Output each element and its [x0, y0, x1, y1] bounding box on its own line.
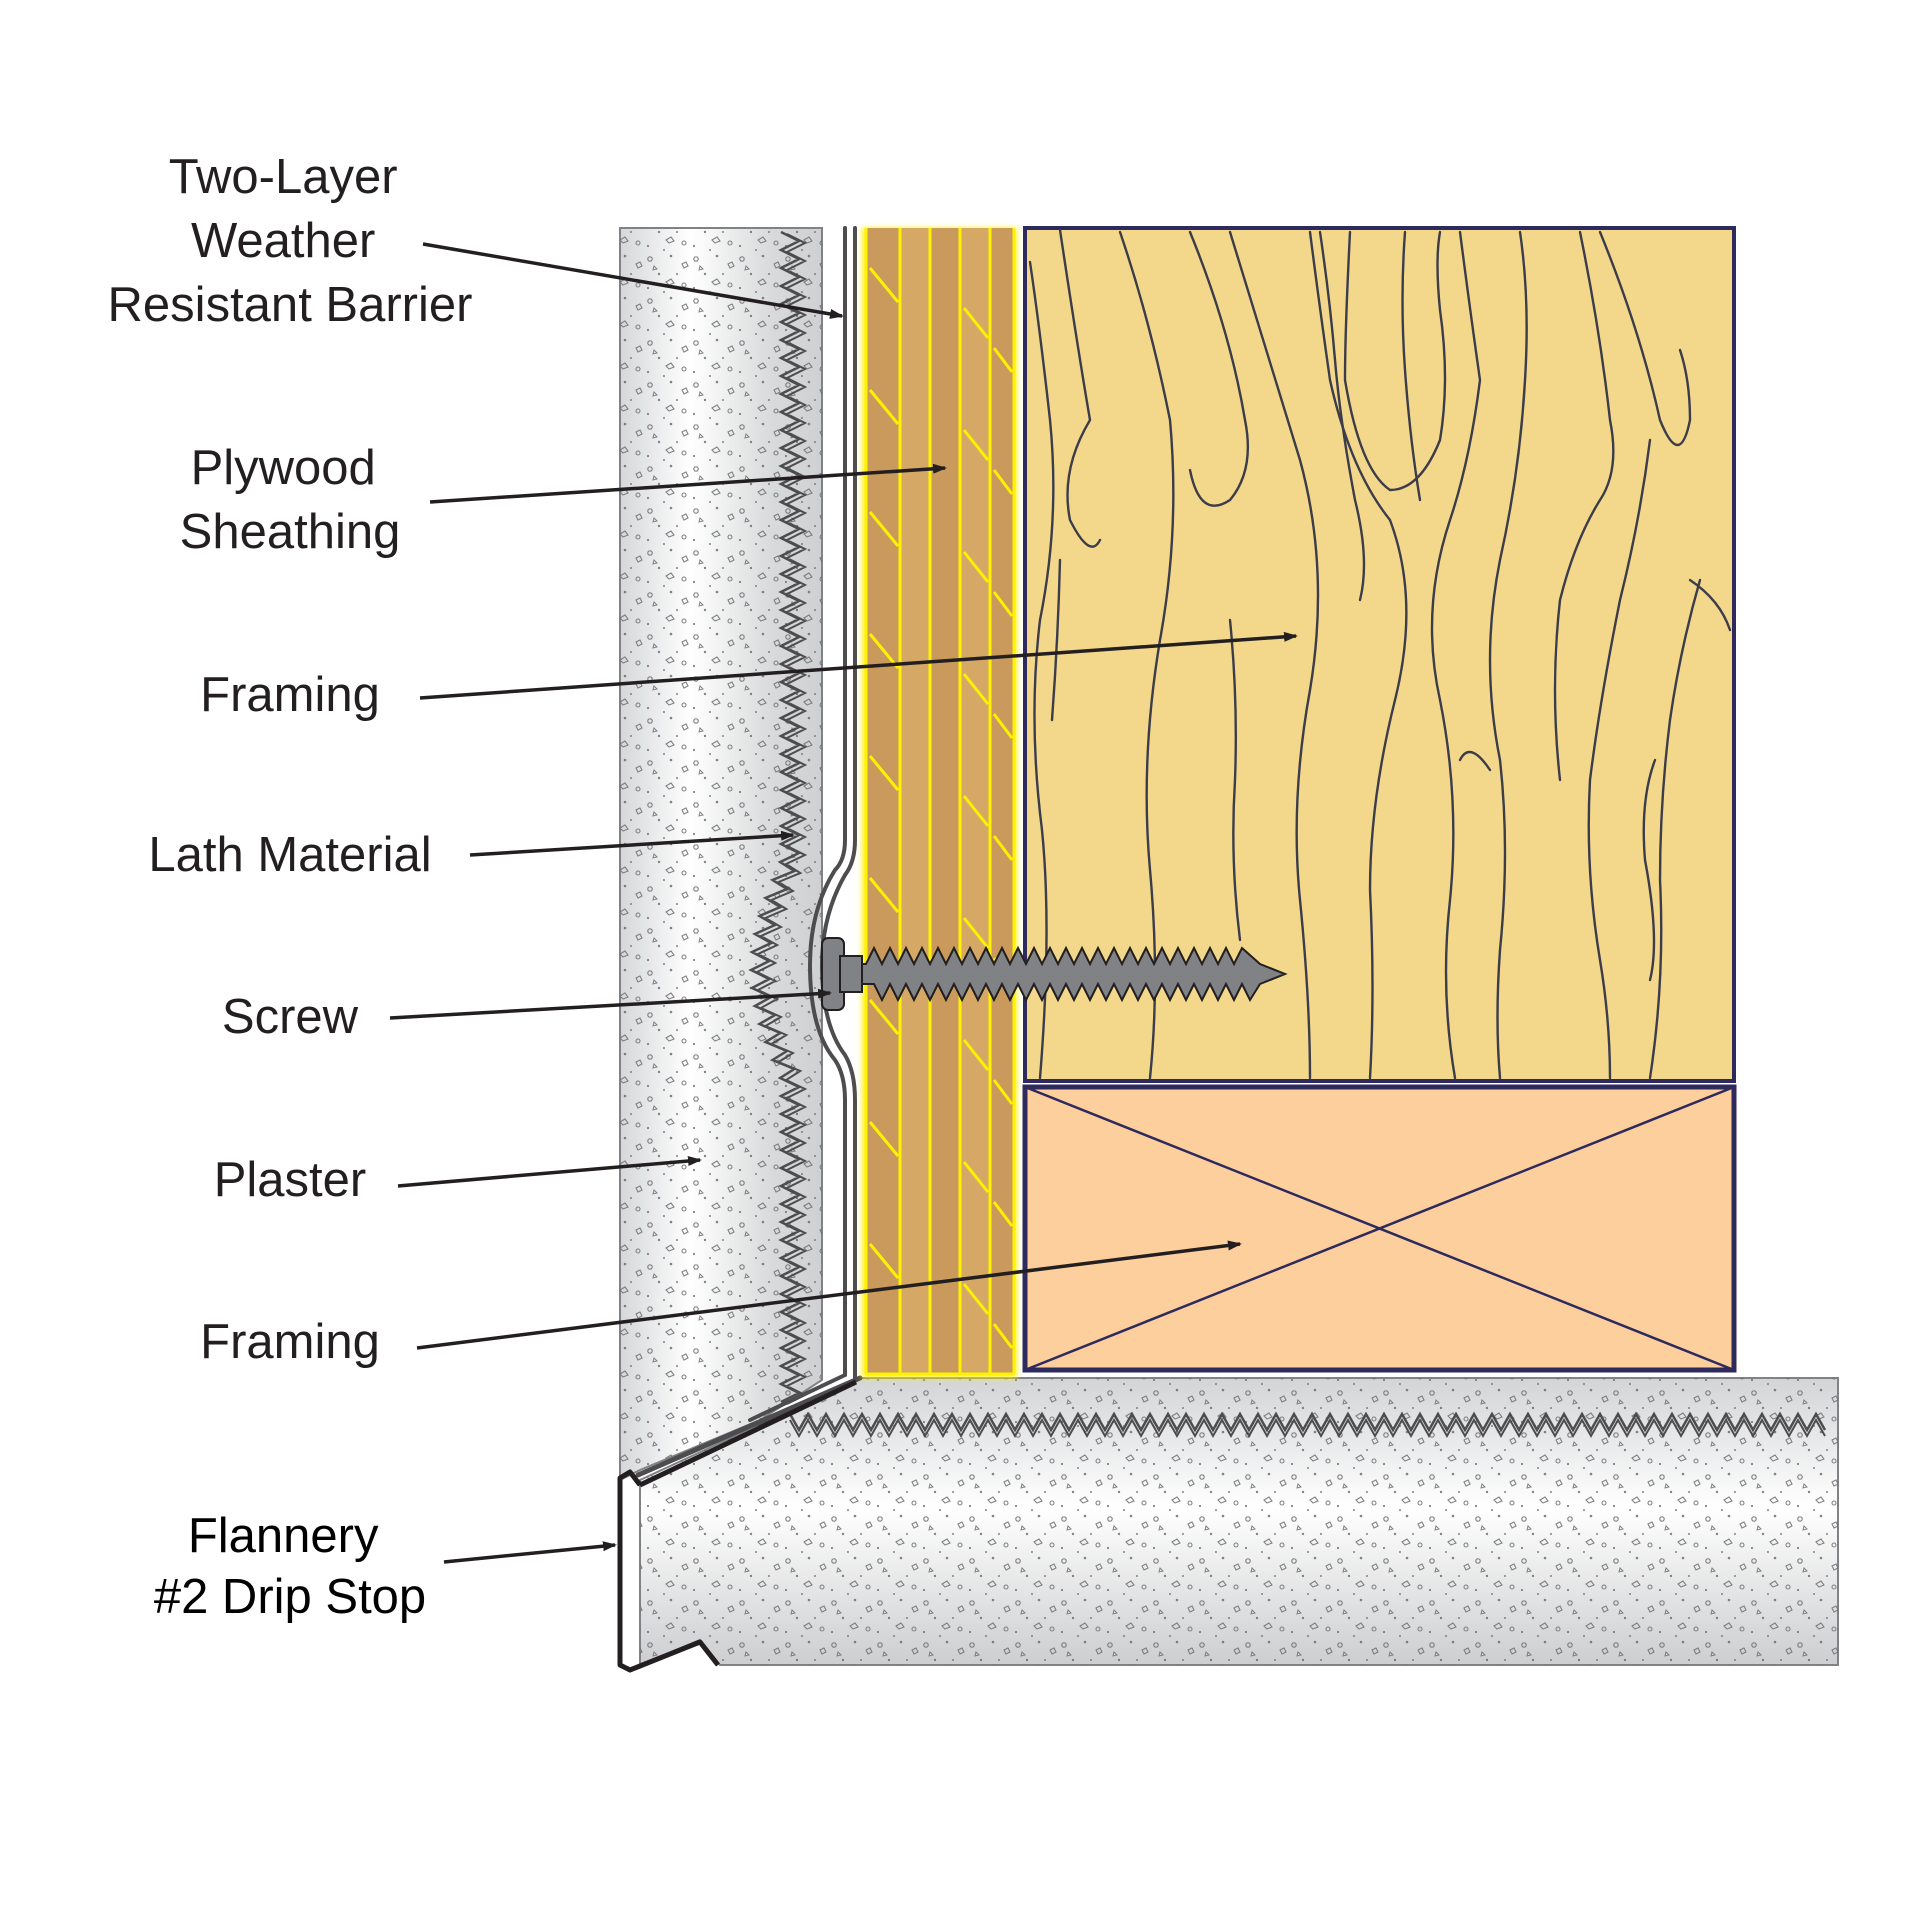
plywood-hatch-mark: [962, 551, 990, 583]
label-plaster: Plaster: [214, 1153, 367, 1207]
arrow-screw: [389, 988, 832, 1020]
plywood-hatch-mark: [868, 999, 900, 1035]
plywood-hatch-mark: [868, 511, 900, 547]
plywood-hatch-mark: [992, 347, 1014, 373]
plywood-hatch-mark: [992, 1079, 1014, 1105]
arrow-plaster: [397, 1156, 702, 1188]
plywood-hatch-mark: [962, 1039, 990, 1071]
plywood-hatch-mark: [962, 307, 990, 339]
arrow-lath: [469, 830, 795, 857]
framing-lower-member: [1022, 1084, 1737, 1373]
plywood-hatch-mark: [962, 429, 990, 461]
label-lath: Lath Material: [148, 828, 431, 882]
plywood-hatch-mark: [992, 713, 1014, 739]
plywood-hatch-mark: [962, 917, 990, 949]
arrow-framing-upper: [419, 631, 1298, 700]
plywood-hatch-mark: [962, 673, 990, 705]
arrow-drip-stop: [443, 1541, 617, 1564]
arrow-framing-lower: [416, 1240, 1242, 1350]
label-framing-upper: Framing: [200, 668, 380, 722]
flannery-drip-stop: [617, 1379, 858, 1673]
label-plywood: Plywood Sheathing: [180, 441, 401, 559]
plywood-hatch-mark: [992, 1201, 1014, 1227]
callout-arrows: [389, 242, 1298, 1564]
plywood-hatch-mark: [868, 267, 900, 303]
label-wrb: Two-Layer Weather Resistant Barrier: [108, 150, 473, 332]
plywood-hatch-mark: [992, 835, 1014, 861]
plywood-hatch-mark: [962, 1161, 990, 1193]
arrow-wrb: [422, 242, 844, 319]
callout-labels: Two-Layer Weather Resistant Barrier Plyw…: [108, 150, 473, 1624]
framing-upper-member: [1023, 226, 1736, 1083]
plywood-hatch-mark: [962, 1283, 990, 1315]
lath-horizontal: [788, 1411, 1827, 1439]
lath-vertical: [748, 230, 808, 1405]
plywood-hatch-mark: [992, 469, 1014, 495]
plywood-hatch-mark: [868, 877, 900, 913]
plywood-hatch-mark: [962, 795, 990, 827]
plywood-hatch-mark: [868, 389, 900, 425]
plywood-sheathing: [862, 228, 1017, 1378]
label-framing-lower: Framing: [200, 1315, 380, 1369]
plywood-hatch-mark: [868, 633, 900, 669]
arrow-plywood: [429, 463, 947, 504]
label-drip-stop: Flannery #2 Drip Stop: [154, 1509, 426, 1624]
plywood-hatch-mark: [992, 1323, 1014, 1349]
screw: [821, 937, 1288, 1011]
plaster-vertical: [619, 227, 823, 1482]
plywood-hatch-mark: [868, 1121, 900, 1157]
plywood-hatch-mark: [992, 591, 1014, 617]
plywood-hatch-mark: [868, 1243, 900, 1279]
label-screw: Screw: [222, 990, 359, 1044]
plywood-hatch-mark: [868, 755, 900, 791]
plaster-horizontal: [639, 1377, 1839, 1667]
